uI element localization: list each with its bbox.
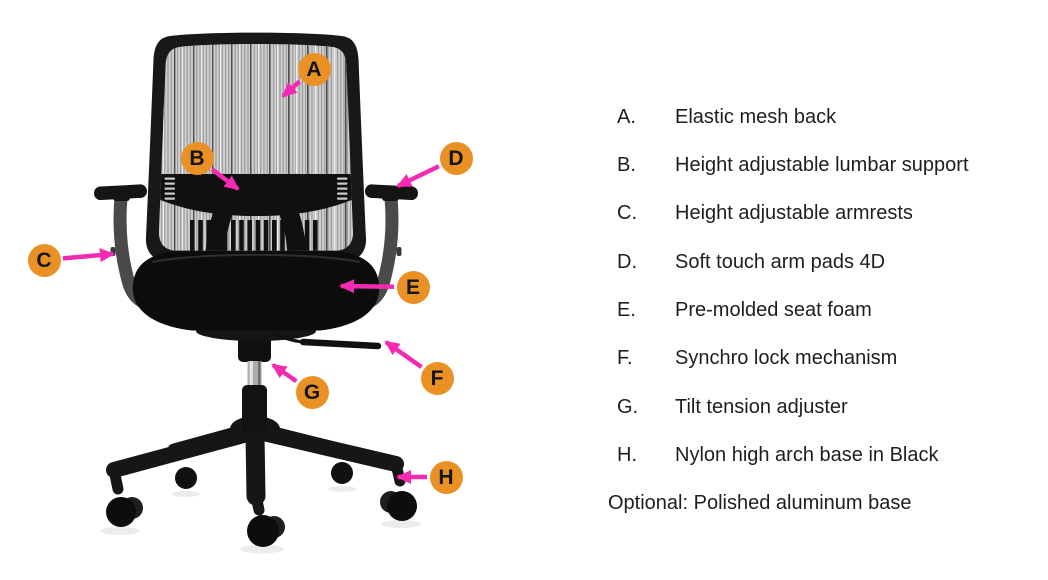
legend-letter: C. bbox=[617, 202, 637, 225]
legend-item-h: H. Nylon high arch base in Black bbox=[608, 431, 1048, 479]
armrest-adjuster-right bbox=[396, 247, 402, 256]
legend-letter: H. bbox=[617, 444, 637, 467]
callout-badge-g: G bbox=[295, 375, 329, 409]
arm-pad-right bbox=[365, 184, 418, 201]
lumbar-pillar-left bbox=[205, 199, 236, 251]
legend-letter: F. bbox=[617, 347, 633, 370]
legend-item-c: C. Height adjustable armrests bbox=[608, 190, 1048, 238]
legend-text: Height adjustable lumbar support bbox=[675, 154, 969, 177]
legend-text: Height adjustable armrests bbox=[675, 202, 913, 225]
callout-badge-d: D bbox=[439, 141, 473, 175]
casters-front bbox=[106, 491, 417, 547]
optional-note: Optional: Polished aluminum base bbox=[608, 492, 912, 515]
floor-shadows bbox=[100, 486, 421, 554]
legend-item-f: F. Synchro lock mechanism bbox=[608, 335, 1048, 383]
legend-text: Soft touch arm pads 4D bbox=[675, 250, 886, 273]
legend-text: Tilt tension adjuster bbox=[675, 395, 848, 418]
elastic-ticks bbox=[164, 177, 348, 200]
caster-rear-right bbox=[331, 462, 353, 484]
legend-text: Elastic mesh back bbox=[675, 105, 837, 128]
legend-text: Nylon high arch base in Black bbox=[675, 444, 939, 467]
feature-legend: A. Elastic mesh back B. Height adjustabl… bbox=[608, 93, 1048, 528]
legend-item-d: D. Soft touch arm pads 4D bbox=[608, 238, 1048, 286]
callout-badge-b: B bbox=[180, 141, 214, 175]
legend-text: Synchro lock mechanism bbox=[675, 347, 898, 370]
callout-badge-h: H bbox=[429, 460, 463, 494]
legend-item-a: A. Elastic mesh back bbox=[608, 93, 1048, 141]
legend-letter: A. bbox=[617, 105, 636, 128]
callout-badge-a: A bbox=[297, 52, 331, 86]
legend-letter: B. bbox=[617, 154, 636, 177]
lumbar-support bbox=[158, 174, 354, 216]
caster-rear-left bbox=[175, 467, 197, 489]
legend-item-b: B. Height adjustable lumbar support bbox=[608, 141, 1048, 189]
seat-cushion bbox=[132, 251, 380, 331]
legend-item-g: G. Tilt tension adjuster bbox=[608, 383, 1048, 431]
arm-pad-left bbox=[94, 184, 147, 201]
legend-item-e: E. Pre-molded seat foam bbox=[608, 286, 1048, 334]
legend-letter: E. bbox=[617, 299, 636, 322]
seat-sheen bbox=[151, 253, 361, 263]
legend-text: Pre-molded seat foam bbox=[675, 299, 872, 322]
gas-lift bbox=[238, 334, 271, 433]
tilt-lever bbox=[270, 330, 382, 350]
armrest-adjuster-left bbox=[110, 247, 116, 256]
legend-letter: G. bbox=[617, 395, 639, 418]
callout-badge-c: C bbox=[27, 243, 61, 277]
base-legs bbox=[106, 421, 406, 516]
chair-illustration bbox=[94, 32, 421, 554]
lumbar-pillar-right bbox=[276, 199, 307, 251]
callout-badge-f: F bbox=[420, 361, 454, 395]
legend-letter: D. bbox=[617, 250, 637, 273]
callout-badge-e: E bbox=[396, 270, 430, 304]
